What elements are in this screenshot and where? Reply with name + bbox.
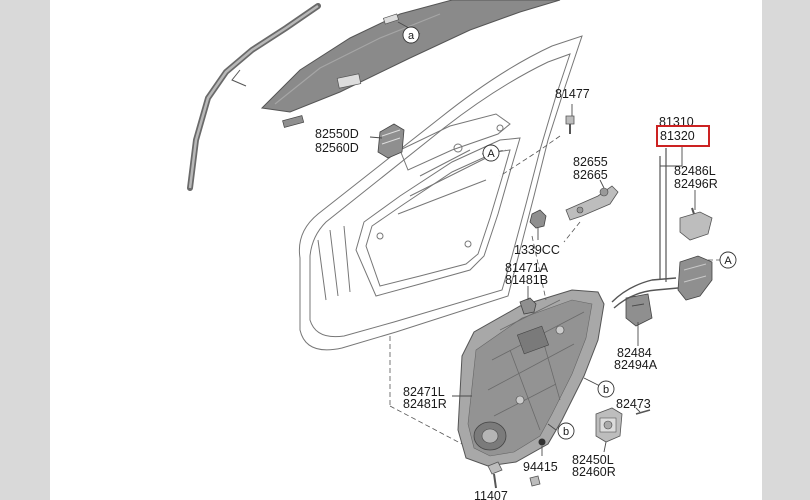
label-82450L: 82450L xyxy=(572,453,614,467)
callout-A-door-label: A xyxy=(487,148,495,160)
part-82655-handle xyxy=(565,185,619,221)
label-94415: 94415 xyxy=(523,460,558,474)
part-81477-bolt xyxy=(565,115,575,134)
callout-b-upper-label: b xyxy=(603,384,609,396)
highlight-box-81320 xyxy=(656,125,710,147)
label-82484: 82484 xyxy=(617,346,652,360)
part-82486L-cover xyxy=(679,207,713,241)
door-panel xyxy=(298,35,583,351)
callout-A-door: A xyxy=(482,144,500,162)
label-82471L: 82471L xyxy=(403,385,445,399)
label-82655: 82655 xyxy=(573,155,608,169)
part-1339CC-nut xyxy=(529,209,547,229)
callout-b-lower-label: b xyxy=(563,426,569,438)
label-82481R: 82481R xyxy=(403,397,447,411)
label-82496R: 82496R xyxy=(674,177,718,191)
part-82473-rod xyxy=(635,409,651,415)
label-82460R: 82460R xyxy=(572,465,616,479)
label-82494A: 82494A xyxy=(614,358,658,372)
label-82550D: 82550D xyxy=(315,127,359,141)
callout-A-latch-label: A xyxy=(724,255,732,267)
label-81477: 81477 xyxy=(555,87,590,101)
label-82486L: 82486L xyxy=(674,164,716,178)
callout-a: a xyxy=(402,26,420,44)
part-11407-bolt xyxy=(487,461,541,489)
label-82473: 82473 xyxy=(616,397,651,411)
callout-b-lower: b xyxy=(557,422,575,440)
part-94415-grommet xyxy=(538,438,546,446)
label-81471A: 81471A xyxy=(505,261,549,275)
glass-run-channel xyxy=(187,3,321,191)
label-81320: 81320 xyxy=(660,129,695,143)
label-1339CC: 1339CC xyxy=(514,243,560,257)
part-82484-bracket xyxy=(625,293,653,327)
label-11407: 11407 xyxy=(474,489,508,500)
regulator-base-plate xyxy=(457,289,605,467)
label-82560D: 82560D xyxy=(315,141,359,155)
part-81310-latch xyxy=(677,255,713,301)
label-82665: 82665 xyxy=(573,168,608,182)
diagram-sheet xyxy=(50,0,762,500)
callout-a-label: a xyxy=(408,30,415,42)
callout-markers: a A A b b xyxy=(402,26,737,440)
part-82550D-bracket xyxy=(377,123,405,159)
part-82450L-motor xyxy=(595,407,623,443)
window-glass xyxy=(260,0,561,113)
part-labels: 81477 81310 81320 82550D 82560D 82655 82… xyxy=(315,87,718,500)
cables xyxy=(611,148,679,309)
label-81481B: 81481B xyxy=(505,273,548,287)
callout-A-latch: A xyxy=(719,251,737,269)
callout-b-upper: b xyxy=(597,380,615,398)
